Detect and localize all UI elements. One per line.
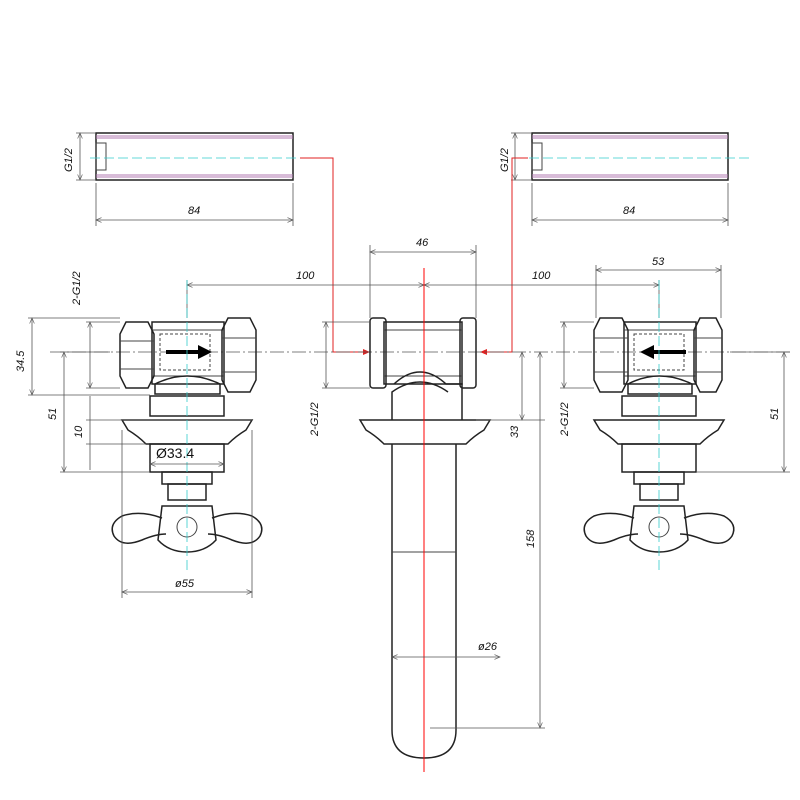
right-valve [583, 280, 735, 570]
left-height-34-5-label: 34.5 [15, 350, 27, 372]
left-valve-thread-label: 2-G1/2 [71, 271, 83, 306]
right-spacing-label: 100 [532, 270, 551, 282]
top-dimensions: 46 100 100 53 [187, 237, 721, 318]
right-pipe-dimensions: 84 G1/2 [499, 133, 728, 226]
left-height-51-label: 51 [47, 408, 59, 420]
spout [358, 268, 492, 772]
spout-height-33-label: 33 [509, 425, 521, 438]
left-valve [111, 280, 263, 570]
left-extension-pipe [90, 132, 310, 181]
spout-length-158-label: 158 [525, 529, 537, 548]
left-flange-diameter-label: ø55 [175, 578, 195, 590]
left-height-10-label: 10 [73, 425, 85, 438]
right-pipe-length-label: 84 [623, 205, 635, 217]
right-valve-dimensions: 2-G1/2 51 [559, 322, 790, 472]
spout-diameter-label: ø26 [478, 641, 498, 653]
left-pipe-thread-label: G1/2 [63, 148, 75, 172]
right-valve-thread-label: 2-G1/2 [559, 402, 571, 437]
left-valve-dimensions: 2-G1/2 34.5 51 10 Ø33.4 ø55 [15, 271, 252, 598]
spout-width-label: 46 [416, 237, 429, 249]
right-valve-width-label: 53 [652, 256, 665, 268]
right-extension-pipe [515, 132, 750, 181]
left-pipe-dimensions: 84 G1/2 [63, 133, 293, 226]
right-height-51-label: 51 [769, 408, 781, 420]
spout-thread-label: 2-G1/2 [309, 402, 321, 437]
right-pipe-thread-label: G1/2 [499, 148, 511, 172]
connection-lines [300, 157, 528, 355]
left-pipe-length-label: 84 [188, 205, 200, 217]
left-spacing-label: 100 [296, 270, 315, 282]
spout-dimensions: 2-G1/2 33 158 ø26 [309, 322, 545, 728]
left-inner-diameter-label: Ø33.4 [156, 445, 194, 461]
